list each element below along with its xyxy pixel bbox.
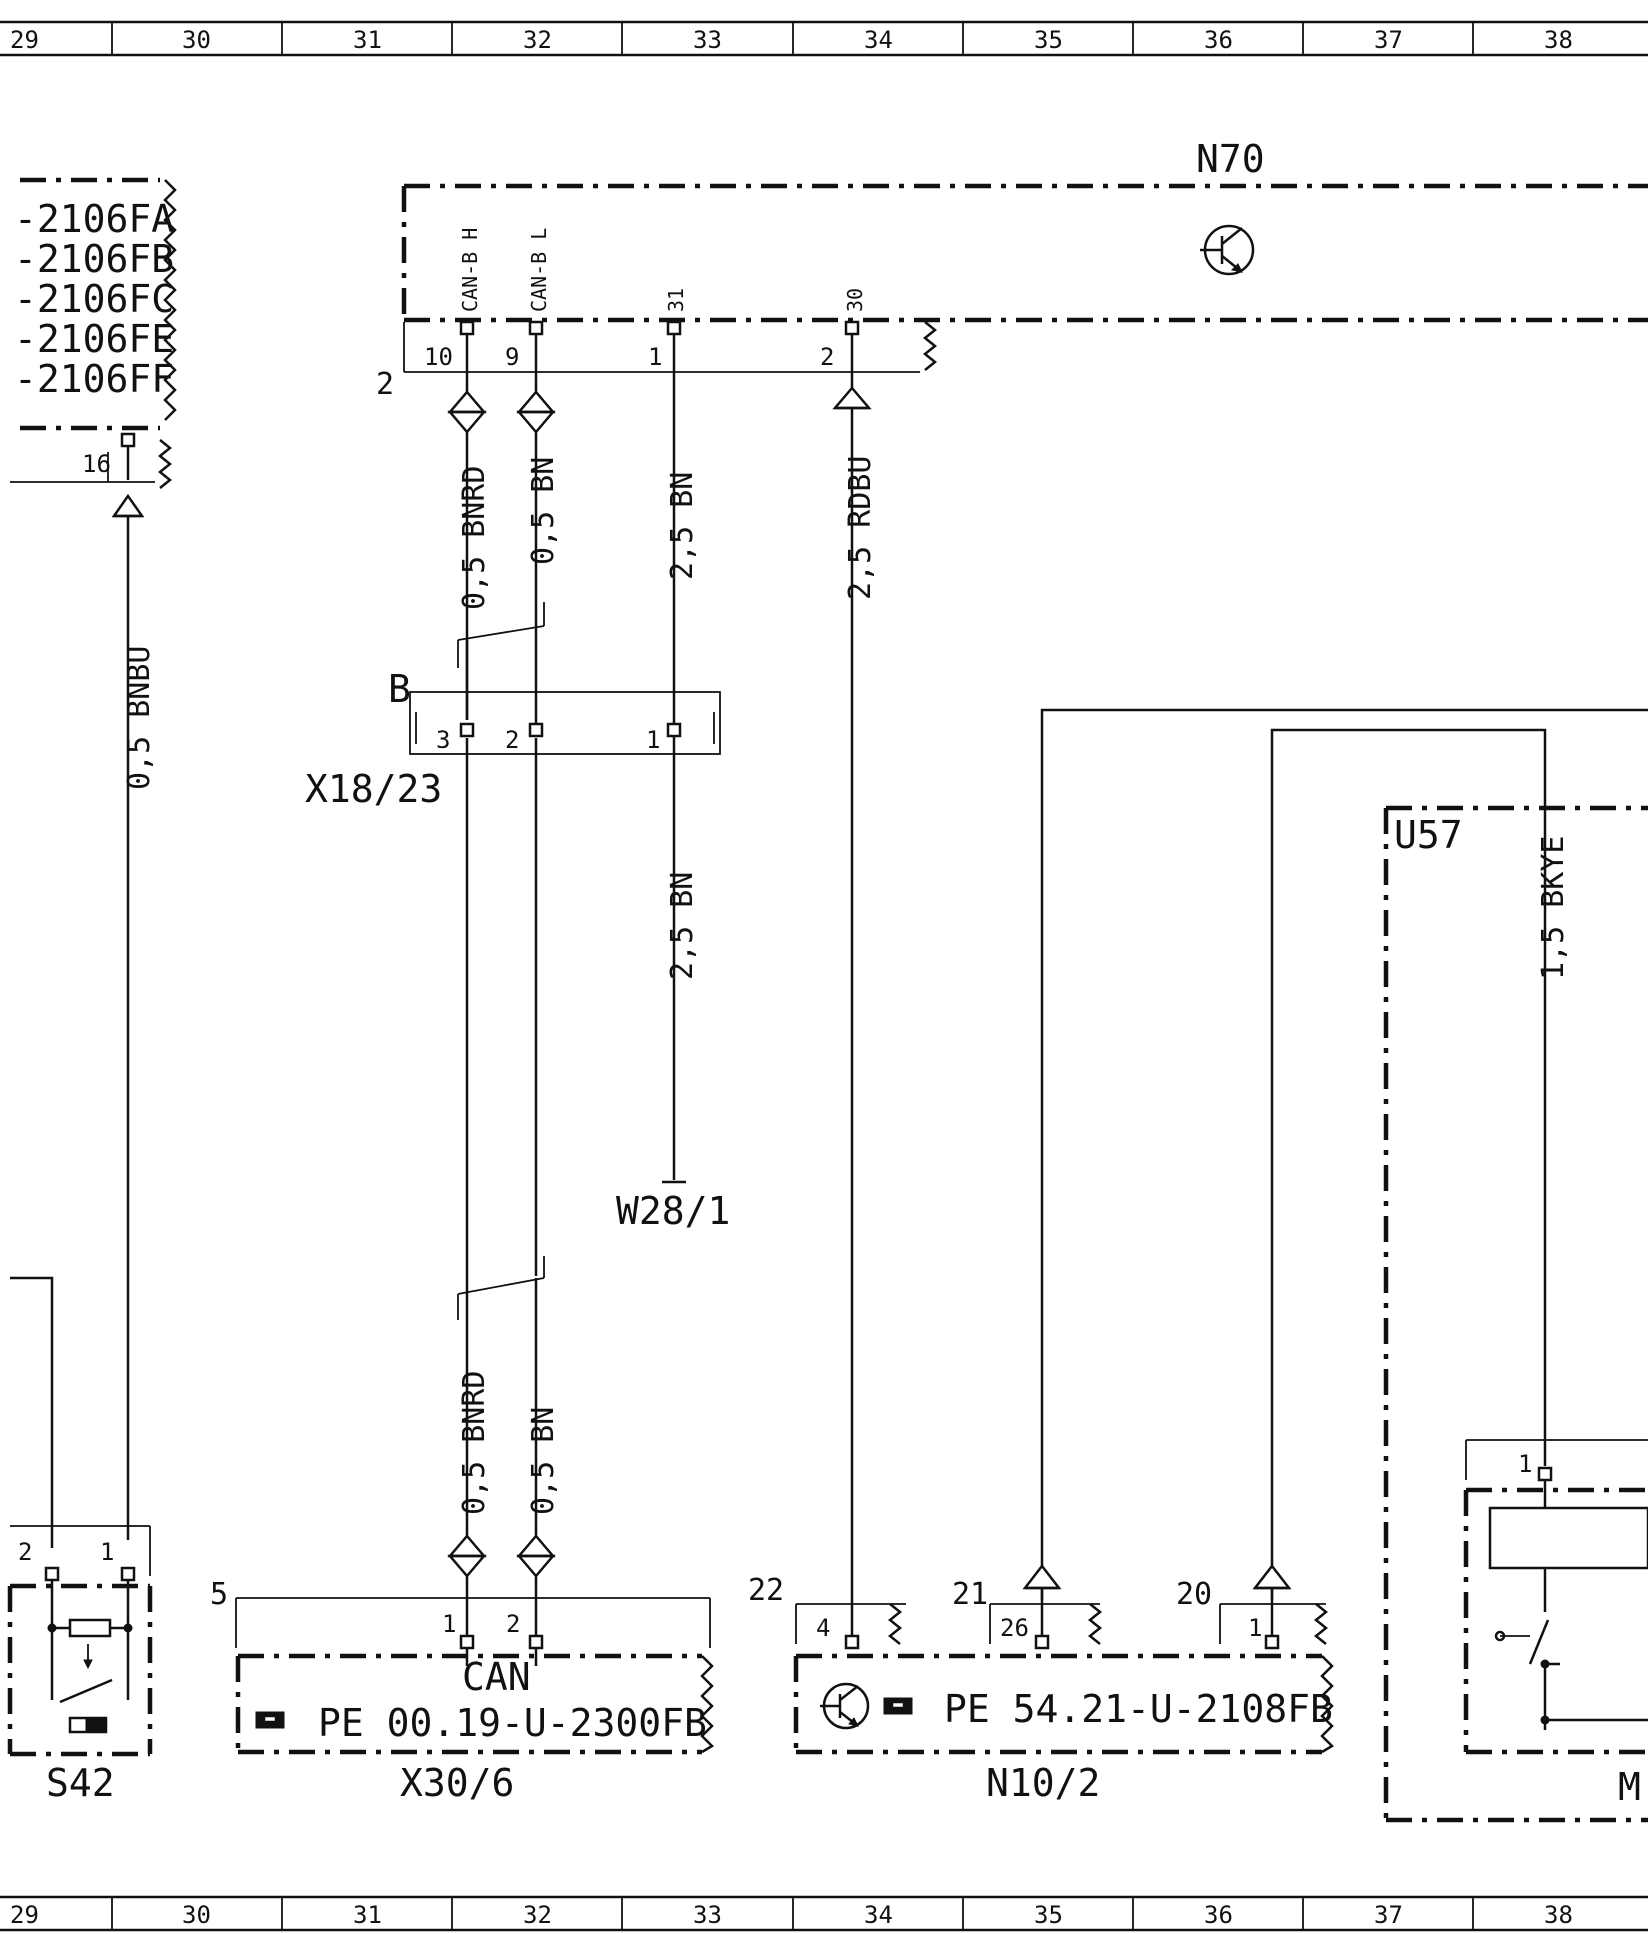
s42-switch: 2 1 S42 bbox=[7, 1276, 153, 1805]
wire-label-bnbu: 0,5 BNBU bbox=[122, 646, 157, 791]
n70-pin-10: 10 bbox=[424, 343, 453, 371]
pin-can-b-h: CAN-B H bbox=[458, 228, 482, 312]
pin-30: 30 bbox=[843, 288, 867, 312]
transistor-icon bbox=[1200, 224, 1255, 276]
ref-2106fe: -2106FE bbox=[14, 317, 174, 361]
x18-pin-2: 2 bbox=[505, 726, 519, 754]
wire-label-bnrd-top: 0,5 BNRD bbox=[457, 466, 492, 611]
grid-label-29: 29 bbox=[10, 26, 39, 54]
grid-label-35-bottom: 35 bbox=[1034, 1901, 1063, 1929]
wire-label-bkye: 1,5 BKYE bbox=[1536, 836, 1571, 981]
grid-label-36-bottom: 36 bbox=[1204, 1901, 1233, 1929]
x30-pe-ref: PE 00.19-U-2300FB bbox=[318, 1701, 707, 1745]
x18-23-connector: B 3 2 1 X18/23 bbox=[305, 667, 721, 811]
n10-2-module: 22 4 21 26 20 1 bbox=[748, 1563, 1335, 1805]
grid-label-35: 35 bbox=[1034, 26, 1063, 54]
connector-arrow bbox=[447, 390, 487, 414]
m-pin-1: 1 bbox=[1518, 1450, 1532, 1478]
grid-label-33: 33 bbox=[693, 26, 722, 54]
hand-pointer-icon-n10 bbox=[883, 1697, 913, 1715]
grid-label-30-bottom: 30 bbox=[182, 1901, 211, 1929]
n70-pin-9: 9 bbox=[505, 343, 519, 371]
n10-pe-ref: PE 54.21-U-2108FB bbox=[944, 1687, 1333, 1731]
top-grid-ruler: 29 30 31 32 33 34 35 36 37 38 bbox=[0, 20, 1648, 57]
n10-2-label: N10/2 bbox=[986, 1761, 1100, 1805]
grid-label-38-bottom: 38 bbox=[1544, 1901, 1573, 1929]
ref-2106fa: -2106FA bbox=[14, 197, 174, 241]
x30-6-connector: 5 1 2 CAN PE 00.19-U-2300FB X30/6 bbox=[210, 1577, 715, 1805]
x30-can-label: CAN bbox=[462, 1655, 531, 1699]
grid-label-37-bottom: 37 bbox=[1374, 1901, 1403, 1929]
m-label-partial: M bbox=[1618, 1765, 1641, 1809]
grid-label-29-bottom: 29 bbox=[10, 1901, 39, 1929]
n10-pin-26: 26 bbox=[1000, 1614, 1029, 1642]
x30-pin-1: 1 bbox=[442, 1610, 456, 1638]
m-module: 1 M bbox=[1463, 1439, 1648, 1809]
wire-label-2-5-bn-low: 2,5 BN bbox=[665, 872, 700, 980]
grid-label-30: 30 bbox=[182, 26, 211, 54]
can-bus-wires: 0,5 BNRD 0,5 BN 0,5 BNRD 0,5 BN bbox=[447, 334, 561, 1666]
ground-wire-w28: 2,5 BN 2,5 BN W28/1 bbox=[616, 334, 730, 1233]
pin-can-b-l: CAN-B L bbox=[527, 228, 551, 312]
wire-label-bn-top: 0,5 BN bbox=[526, 457, 561, 565]
n70-pin-1: 1 bbox=[648, 343, 662, 371]
grid-label-34: 34 bbox=[864, 26, 893, 54]
x30-pin-2: 2 bbox=[506, 1610, 520, 1638]
wire-label-rdbu: 2,5 RDBU bbox=[843, 456, 878, 601]
grid-label-31: 31 bbox=[353, 26, 382, 54]
n10-pin-1: 1 bbox=[1248, 1614, 1262, 1642]
n70-label: N70 bbox=[1196, 137, 1265, 181]
pin-31: 31 bbox=[664, 288, 688, 312]
x18-23-conn-id: B bbox=[388, 667, 411, 711]
x18-23-label: X18/23 bbox=[305, 767, 442, 811]
n10-conn-21: 21 bbox=[952, 1577, 988, 1612]
x30-conn-id: 5 bbox=[210, 1577, 228, 1612]
x18-pin-3: 3 bbox=[436, 726, 450, 754]
bottom-grid-ruler: 29 30 31 32 33 34 35 36 37 38 bbox=[0, 1895, 1648, 1932]
pin-16-socket bbox=[120, 432, 136, 448]
n10-pin-4: 4 bbox=[816, 1614, 830, 1642]
s42-pin-1: 1 bbox=[100, 1538, 114, 1566]
wire-label-bn-bottom: 0,5 BN bbox=[526, 1407, 561, 1515]
grid-label-37: 37 bbox=[1374, 26, 1403, 54]
u57-module: U57 bbox=[1383, 805, 1648, 1823]
wire-label-bnrd-bottom: 0,5 BNRD bbox=[457, 1371, 492, 1516]
left-reference-box: -2106FA -2106FB -2106FC -2106FE -2106FF … bbox=[10, 177, 177, 1540]
x30-6-label: X30/6 bbox=[400, 1761, 514, 1805]
x18-pin-1: 1 bbox=[646, 726, 660, 754]
grid-label-32-bottom: 32 bbox=[523, 1901, 552, 1929]
wire-arrow bbox=[111, 493, 145, 518]
ref-2106fc: -2106FC bbox=[14, 277, 174, 321]
resistor-icon bbox=[68, 1618, 112, 1638]
s42-label: S42 bbox=[46, 1761, 115, 1805]
grid-label-32: 32 bbox=[523, 26, 552, 54]
rdbu-wire: 2,5 RDBU bbox=[832, 334, 878, 1620]
n10-upper-wires: 1,5 BKYE bbox=[1040, 708, 1648, 1600]
pin-16-label: 16 bbox=[82, 450, 111, 478]
grid-label-34-bottom: 34 bbox=[864, 1901, 893, 1929]
n10-conn-20: 20 bbox=[1176, 1577, 1212, 1612]
n70-connector-id: 2 bbox=[376, 367, 394, 402]
hand-pointer-icon bbox=[255, 1711, 285, 1729]
n10-conn-22: 22 bbox=[748, 1573, 784, 1608]
transistor-icon-n10 bbox=[820, 1682, 870, 1730]
w28-1-label: W28/1 bbox=[616, 1189, 730, 1233]
grid-label-36: 36 bbox=[1204, 26, 1233, 54]
switch-icon bbox=[1494, 1619, 1550, 1730]
ref-2106ff: -2106FF bbox=[14, 357, 174, 401]
grid-label-38: 38 bbox=[1544, 26, 1573, 54]
grid-label-31-bottom: 31 bbox=[353, 1901, 382, 1929]
n70-pin-2: 2 bbox=[820, 343, 834, 371]
s42-pin-2: 2 bbox=[18, 1538, 32, 1566]
ref-2106fb: -2106FB bbox=[14, 237, 174, 281]
n70-module: N70 CAN-B H CAN-B L 31 30 bbox=[376, 137, 1648, 402]
grid-label-33-bottom: 33 bbox=[693, 1901, 722, 1929]
u57-label: U57 bbox=[1394, 813, 1463, 857]
wire-label-2-5-bn-top: 2,5 BN bbox=[665, 472, 700, 580]
